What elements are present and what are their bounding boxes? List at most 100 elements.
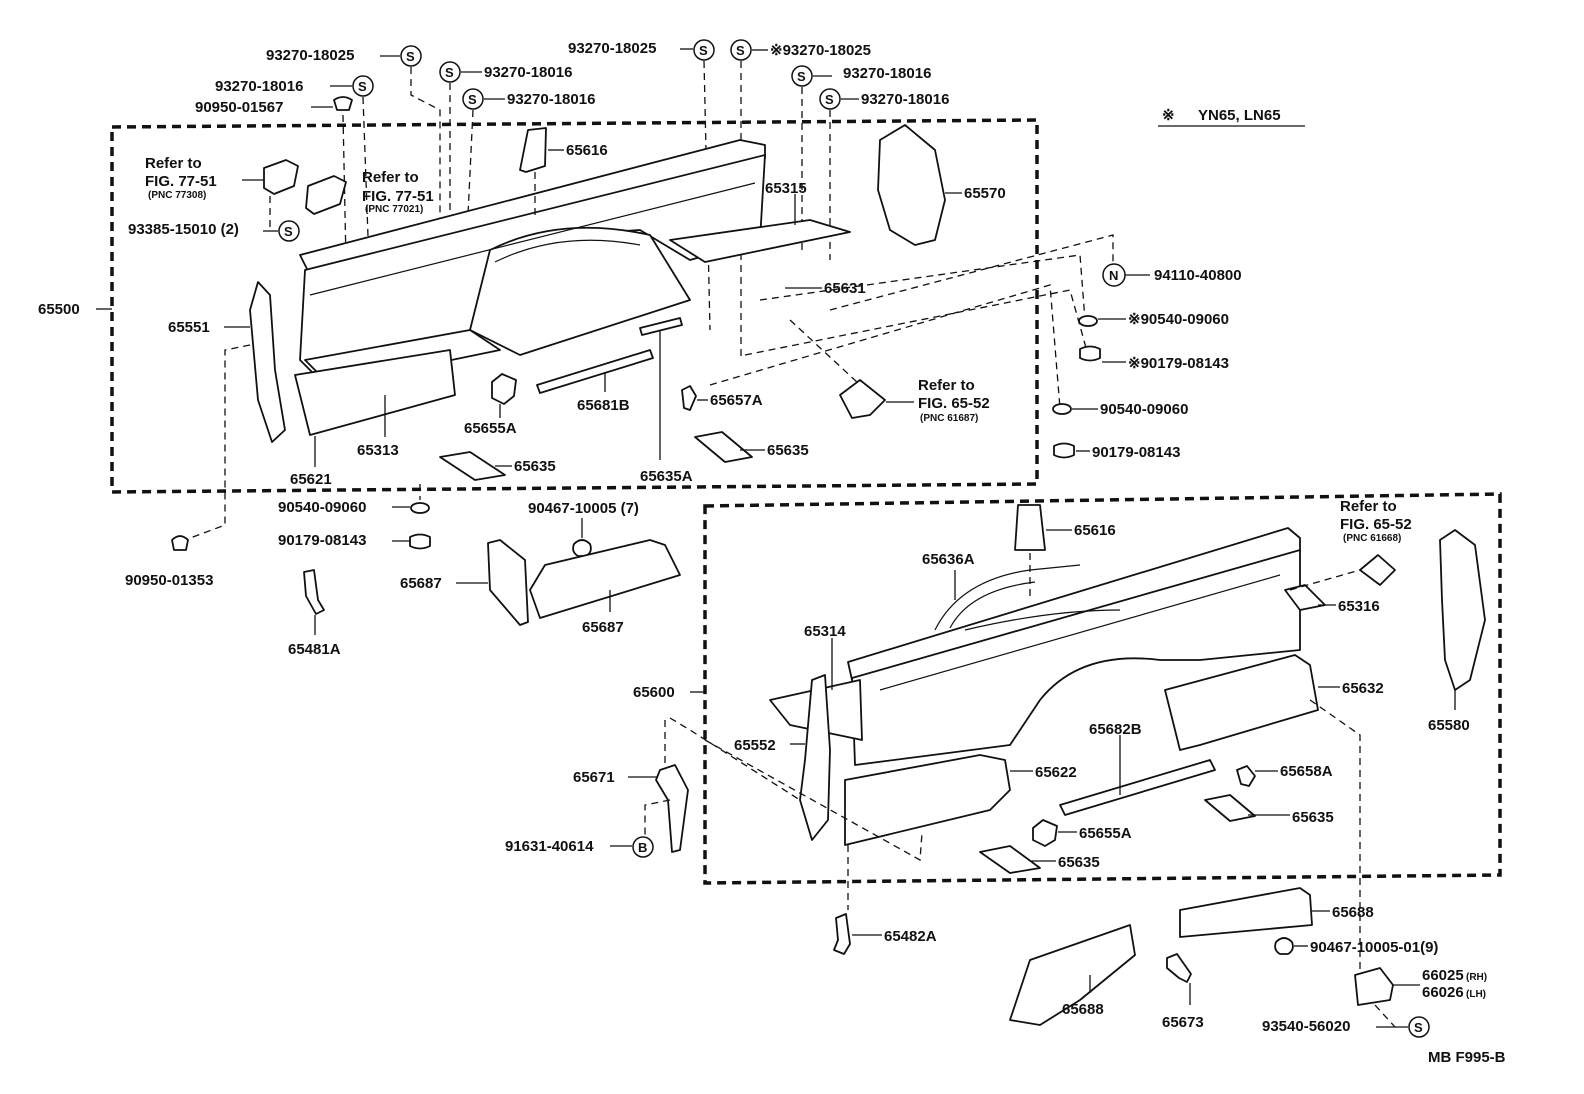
label-65681B: 65681B: [577, 397, 630, 414]
label-65315: 65315: [765, 180, 807, 197]
svg-text:S: S: [699, 43, 708, 58]
strip-65635A: [639, 317, 683, 336]
label-65616-lower: 65616: [1074, 522, 1116, 539]
upper-assembly: 65500 ※ YN65, LN65 93270-18025 S 93270-1…: [38, 39, 1305, 541]
refer-fig-3: FIG. 65-52: [918, 395, 990, 412]
gusset-65616-lower: [1014, 504, 1046, 551]
label-90540-09060-c: 90540-09060: [278, 499, 366, 516]
bracket-65673: [1166, 953, 1192, 983]
mudguard-65688-a: [1009, 924, 1136, 1026]
label-66025: 66025: [1422, 967, 1464, 984]
s-symbol-icon: [791, 65, 813, 87]
note-mark: ※: [1162, 107, 1175, 124]
refer-pnc-3: (PNC 61687): [920, 413, 978, 424]
s-symbol-icon: [462, 88, 484, 110]
label-65688-a: 65688: [1062, 1001, 1104, 1018]
refer-pnc-1: (PNC 77308): [148, 190, 206, 201]
refer-fig-1: FIG. 77-51: [145, 173, 217, 190]
front-pillar-65552: [799, 674, 831, 841]
label-65657A: 65657A: [710, 392, 763, 409]
label-93540-56020: 93540-56020: [1262, 1018, 1350, 1035]
s-symbol-icon: [819, 88, 841, 110]
assembly-number-65600: 65600: [633, 684, 675, 701]
washer-icon: [410, 502, 430, 514]
label-65632: 65632: [1342, 680, 1384, 697]
label-65682B: 65682B: [1089, 721, 1142, 738]
label-65635-d: 65635: [1058, 854, 1100, 871]
svg-text:S: S: [445, 65, 454, 80]
svg-text:S: S: [406, 49, 415, 64]
label-93270-18025-a: 93270-18025: [266, 47, 354, 64]
label-65655A: 65655A: [464, 420, 517, 437]
plate-65635-a: [439, 451, 506, 481]
refer-to-2: Refer to: [362, 169, 419, 186]
label-90179-08143-a: ※90179-08143: [1128, 355, 1229, 372]
label-90540-09060-a: ※90540-09060: [1128, 311, 1229, 328]
washer-icon: [1052, 403, 1072, 415]
label-65635-c: 65635: [1292, 809, 1334, 826]
cushion-icon: [1079, 345, 1101, 362]
svg-text:S: S: [797, 69, 806, 84]
svg-text:N: N: [1109, 268, 1118, 283]
svg-text:S: S: [358, 79, 367, 94]
cushion-icon: [1053, 442, 1075, 459]
label-90179-08143-c: 90179-08143: [278, 532, 366, 549]
label-65635A: 65635A: [640, 468, 693, 485]
drawing-code: MB F995-B: [1428, 1049, 1506, 1066]
lower-panel-65621: [294, 349, 456, 436]
label-93270-18016-d: 93270-18016: [843, 65, 931, 82]
label-65636A: 65636A: [922, 551, 975, 568]
label-65313: 65313: [357, 442, 399, 459]
lower-frame: [703, 492, 1502, 885]
svg-text:S: S: [284, 224, 293, 239]
lower-bed-top-rail: [847, 527, 1301, 681]
label-90950-01353: 90950-01353: [125, 572, 213, 589]
label-90467-10005-01: 90467-10005-01(9): [1310, 939, 1438, 956]
s-symbol-icon: [1408, 1016, 1430, 1038]
label-65671: 65671: [573, 769, 615, 786]
label-65551: 65551: [168, 319, 210, 336]
bracket-65655A-lower: [1032, 819, 1058, 847]
refer-pnc-2: (PNC 77021): [365, 204, 423, 215]
refer-fig-2: FIG. 77-51: [362, 188, 434, 205]
label-65481A: 65481A: [288, 641, 341, 658]
label-65635-b: 65635: [767, 442, 809, 459]
s-symbol-icon: [352, 75, 374, 97]
s-symbol-icon: [278, 220, 300, 242]
label-91631-40614: 91631-40614: [505, 838, 594, 855]
label-65673: 65673: [1162, 1014, 1204, 1031]
label-93270-18016-c: 93270-18016: [507, 91, 595, 108]
label-65316: 65316: [1338, 598, 1380, 615]
label-rh: (RH): [1466, 972, 1487, 983]
svg-text:S: S: [825, 92, 834, 107]
label-90467-10005-7: 90467-10005 (7): [528, 500, 639, 517]
refer-to-4: Refer to: [1340, 498, 1397, 515]
hook-65481A: [303, 569, 325, 615]
label-90950-01567: 90950-01567: [195, 99, 283, 116]
label-93270-18025-c: ※93270-18025: [770, 42, 871, 59]
front-pillar-65551: [249, 281, 286, 443]
label-93270-18025-b: 93270-18025: [568, 40, 656, 57]
label-65482A: 65482A: [884, 928, 937, 945]
mudguard-65687-b: [529, 539, 681, 619]
mudguard-65687-a: [487, 539, 529, 626]
note-text: YN65, LN65: [1198, 107, 1281, 124]
svg-text:S: S: [468, 92, 477, 107]
label-65616: 65616: [566, 142, 608, 159]
bracket-66025: [1354, 967, 1394, 1006]
clip-icon: [333, 96, 353, 111]
rear-pillar-65570: [877, 124, 946, 246]
latch-icon: [263, 159, 299, 195]
label-65687-a: 65687: [400, 575, 442, 592]
label-90540-09060-b: 90540-09060: [1100, 401, 1188, 418]
hook-65482A: [833, 913, 851, 955]
clip-icon: [171, 535, 189, 551]
label-lh: (LH): [1466, 989, 1486, 1000]
bed-floor-rear: [669, 219, 851, 263]
lower-panel-65622: [844, 754, 1011, 846]
s-symbol-icon: [693, 39, 715, 61]
label-65631: 65631: [824, 280, 866, 297]
plate-65635-b: [694, 431, 753, 463]
b-symbol-icon: [632, 836, 654, 858]
